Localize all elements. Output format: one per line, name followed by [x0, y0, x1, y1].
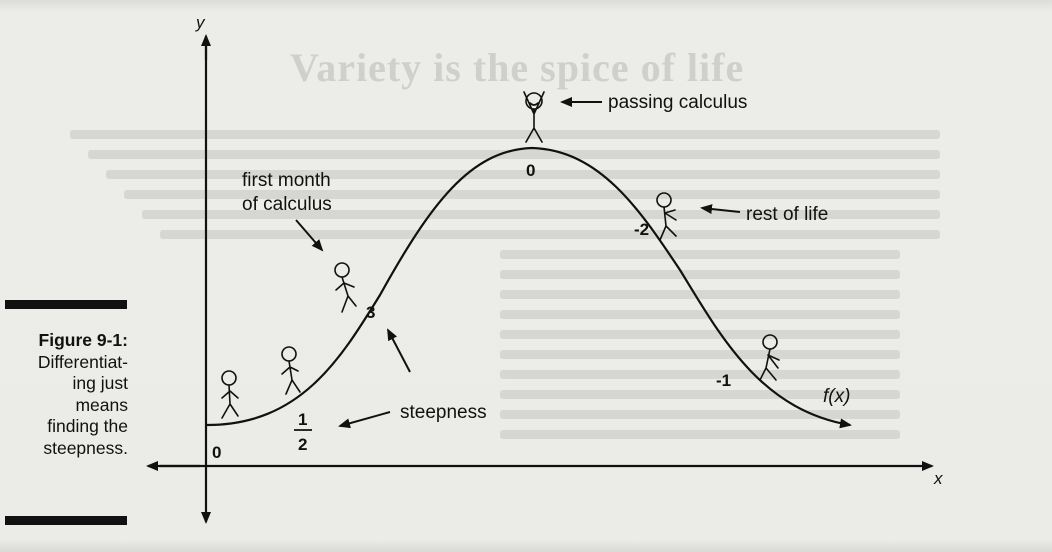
caption-line-5: steepness.	[0, 438, 128, 460]
annotation-rest-of-life: rest of life	[746, 204, 828, 225]
annotation-first-month-line2: of calculus	[242, 194, 332, 215]
stick-figure-descending	[657, 193, 676, 240]
caption-line-4: finding the	[0, 416, 128, 438]
caption-line-1: Differentiat-	[0, 352, 128, 374]
caption-line-2: ing just	[0, 373, 128, 395]
slope-value-steep: 3	[366, 303, 375, 322]
slope-value-half-denominator: 2	[298, 435, 307, 454]
slope-value-down-steep: -2	[634, 220, 649, 239]
figure-caption: Figure 9-1: Differentiat- ing just means…	[0, 330, 128, 459]
curve-label: f(x)	[823, 386, 850, 407]
caption-bottom-rule	[5, 516, 127, 525]
stick-figure-walking-flat	[222, 371, 238, 418]
annotation-first-month-line1: first month	[242, 170, 331, 191]
annotation-steepness: steepness	[400, 402, 487, 423]
stick-figure-celebrating-top	[524, 92, 544, 142]
figure-number: Figure 9-1:	[0, 330, 128, 352]
stick-figure-sliding	[760, 335, 779, 380]
caption-top-rule	[5, 300, 127, 309]
stick-figures	[222, 92, 779, 418]
caption-line-3: means	[0, 395, 128, 417]
axes: x y	[148, 13, 943, 522]
slope-value-start: 0	[212, 443, 221, 462]
slope-value-half-numerator: 1	[298, 410, 307, 429]
y-axis-label: y	[195, 13, 206, 32]
stick-figure-starting-climb	[282, 347, 300, 394]
x-axis-label: x	[933, 469, 943, 488]
slope-value-top: 0	[526, 161, 535, 180]
annotation-passing-calculus: passing calculus	[608, 92, 747, 113]
slope-value-down-gentle: -1	[716, 371, 731, 390]
stick-figure-climbing	[335, 263, 356, 312]
annotations: passing calculus rest of life first mont…	[242, 92, 828, 426]
